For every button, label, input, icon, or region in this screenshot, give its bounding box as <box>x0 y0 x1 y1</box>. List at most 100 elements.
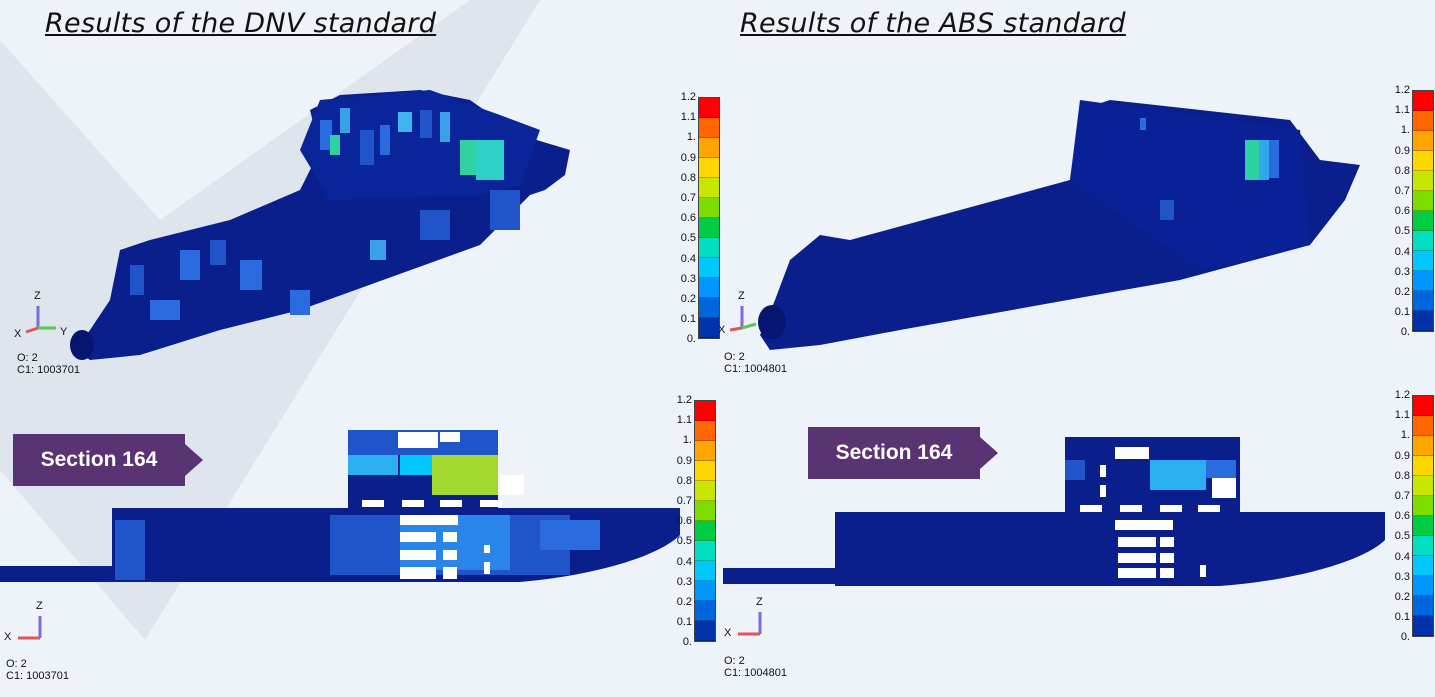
scale-segment <box>1413 576 1433 596</box>
scale-segment <box>1413 456 1433 476</box>
scale-tick-label: 1.1 <box>676 414 692 427</box>
scale-tick-label: 1. <box>1400 124 1410 137</box>
scale-segment <box>1413 516 1433 536</box>
scale-segment <box>1413 191 1433 211</box>
output-label: O: 2 <box>17 352 38 364</box>
scale-segment <box>1413 311 1433 331</box>
case-label: C1: 1004801 <box>724 363 787 375</box>
scale-tick-label: 0. <box>1400 631 1410 644</box>
scale-segment <box>1413 556 1433 576</box>
scale-segment <box>699 278 719 298</box>
scale-segment <box>1413 436 1433 456</box>
scale-segment <box>1413 536 1433 556</box>
scale-tick-label: 0.4 <box>1394 245 1410 258</box>
abs-3d-axis-triad: Z X <box>716 288 776 348</box>
scale-tick-label: 0.8 <box>676 474 692 487</box>
scale-segment <box>1413 231 1433 251</box>
scale-segment <box>1413 496 1433 516</box>
scale-segment <box>1413 251 1433 271</box>
abs-section-164-callout: Section 164 <box>808 427 1000 479</box>
scale-segment <box>695 581 715 601</box>
scale-tick-label: 0.4 <box>680 252 696 265</box>
scale-tick-label: 0.6 <box>676 515 692 528</box>
scale-segment <box>695 461 715 481</box>
scale-tick-label: 0.7 <box>1394 185 1410 197</box>
scale-segment <box>699 138 719 158</box>
scale-segment <box>699 298 719 318</box>
dnv-section-info: O: 2 C1: 1003701 <box>6 658 69 682</box>
scale-segment <box>1413 416 1433 436</box>
scale-segment <box>699 318 719 338</box>
output-label: O: 2 <box>724 655 745 667</box>
scale-tick-label: 0.2 <box>1394 286 1410 298</box>
case-label: C1: 1004801 <box>724 667 787 679</box>
scale-tick-label: 1.2 <box>676 394 692 406</box>
axis-z-label: Z <box>36 600 43 612</box>
dnv-3d-hull-model <box>70 90 570 360</box>
dnv-section-164-callout: Section 164 <box>13 434 205 486</box>
scale-bar <box>698 97 720 339</box>
section-164-label: Section 164 <box>13 434 185 486</box>
scale-tick-label: 0.7 <box>680 192 696 204</box>
scale-tick-label: 0.6 <box>1394 205 1410 218</box>
scale-tick-label: 0.1 <box>676 616 692 629</box>
axis-z-label: Z <box>756 596 763 608</box>
scale-segment <box>1413 151 1433 171</box>
scale-segment <box>695 401 715 421</box>
scale-segment <box>699 238 719 258</box>
abs-section-stress <box>1065 460 1236 490</box>
scale-tick-label: 0.5 <box>680 232 696 245</box>
scale-segment <box>695 501 715 521</box>
scale-tick-label: 0. <box>682 636 692 649</box>
abs-3d-info: O: 2 C1: 1004801 <box>724 351 787 375</box>
scale-tick-label: 0.9 <box>1394 449 1410 462</box>
axis-x-label: X <box>4 631 12 643</box>
scale-tick-label: 0.6 <box>680 212 696 225</box>
scale-tick-label: 1. <box>686 131 696 144</box>
scale-segment <box>695 421 715 441</box>
section-164-label: Section 164 <box>808 427 980 479</box>
scale-tick-label: 0.4 <box>1394 550 1410 563</box>
scale-bar <box>1412 90 1434 332</box>
scale-tick-label: 0.2 <box>1394 591 1410 603</box>
scale-tick-label: 0.9 <box>680 151 696 164</box>
abs-section-axis-triad: Z X <box>722 594 782 654</box>
scale-segment <box>695 441 715 461</box>
case-label: C1: 1003701 <box>6 670 69 682</box>
dnv-section-openings <box>362 432 524 579</box>
scale-tick-label: 0.4 <box>676 555 692 568</box>
dnv-3d-stress-patches <box>130 108 520 320</box>
scale-segment <box>699 158 719 178</box>
scale-tick-label: 0.3 <box>1394 265 1410 278</box>
scale-segment <box>699 258 719 278</box>
scale-tick-label: 1.2 <box>1394 84 1410 96</box>
scale-segment <box>1413 91 1433 111</box>
axis-z-label: Z <box>738 290 745 302</box>
scale-tick-label: 0.1 <box>1394 611 1410 624</box>
scale-segment <box>699 118 719 138</box>
scale-tick-label: 0.7 <box>1394 490 1410 502</box>
scale-tick-label: 0.5 <box>1394 225 1410 238</box>
scale-segment <box>1413 211 1433 231</box>
scale-tick-label: 0.6 <box>1394 510 1410 523</box>
scale-segment <box>1413 291 1433 311</box>
axis-y-label: Y <box>60 326 68 338</box>
scale-tick-label: 0.1 <box>1394 306 1410 319</box>
scale-segment <box>699 178 719 198</box>
scale-tick-label: 0.5 <box>676 535 692 548</box>
scale-bar <box>694 400 716 642</box>
scale-tick-label: 0.1 <box>680 313 696 326</box>
scale-segment <box>699 218 719 238</box>
dnv-3d-axis-triad: Z Y X <box>12 288 72 348</box>
scale-tick-label: 1.1 <box>1394 409 1410 422</box>
dnv-section-axis-triad: Z X <box>2 598 62 658</box>
scale-tick-label: 1.2 <box>680 91 696 103</box>
scale-segment <box>695 621 715 641</box>
scale-tick-label: 1.2 <box>1394 389 1410 401</box>
scale-segment <box>1413 131 1433 151</box>
scale-segment <box>1413 171 1433 191</box>
scale-segment <box>1413 476 1433 496</box>
scale-tick-label: 1.1 <box>1394 104 1410 117</box>
